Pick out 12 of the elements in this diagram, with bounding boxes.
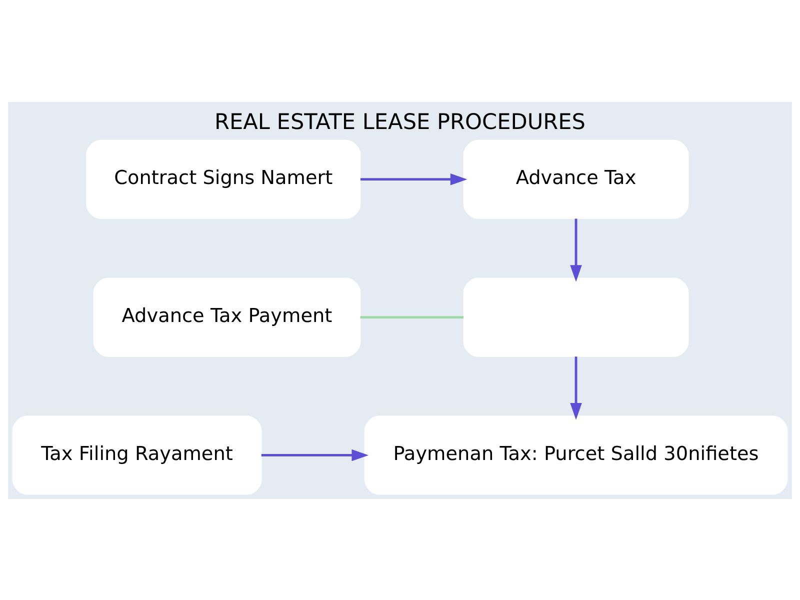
connector: [360, 316, 464, 318]
arrow: [570, 218, 582, 282]
node-box: Tax Filing Rayament: [12, 415, 262, 494]
arrow: [360, 172, 468, 185]
node-box: Contract Signs Namert: [86, 139, 361, 218]
arrow: [261, 448, 369, 461]
node-box: Paymenan Tax: Purcet Salld 30nifietes: [364, 415, 788, 494]
node-box: Advance Tax Payment: [93, 277, 361, 356]
node-box: Advance Tax: [463, 139, 689, 218]
node-box: [463, 277, 689, 356]
arrow: [570, 356, 582, 420]
diagram-title: REAL ESTATE LEASE PROCEDURES: [214, 109, 586, 134]
